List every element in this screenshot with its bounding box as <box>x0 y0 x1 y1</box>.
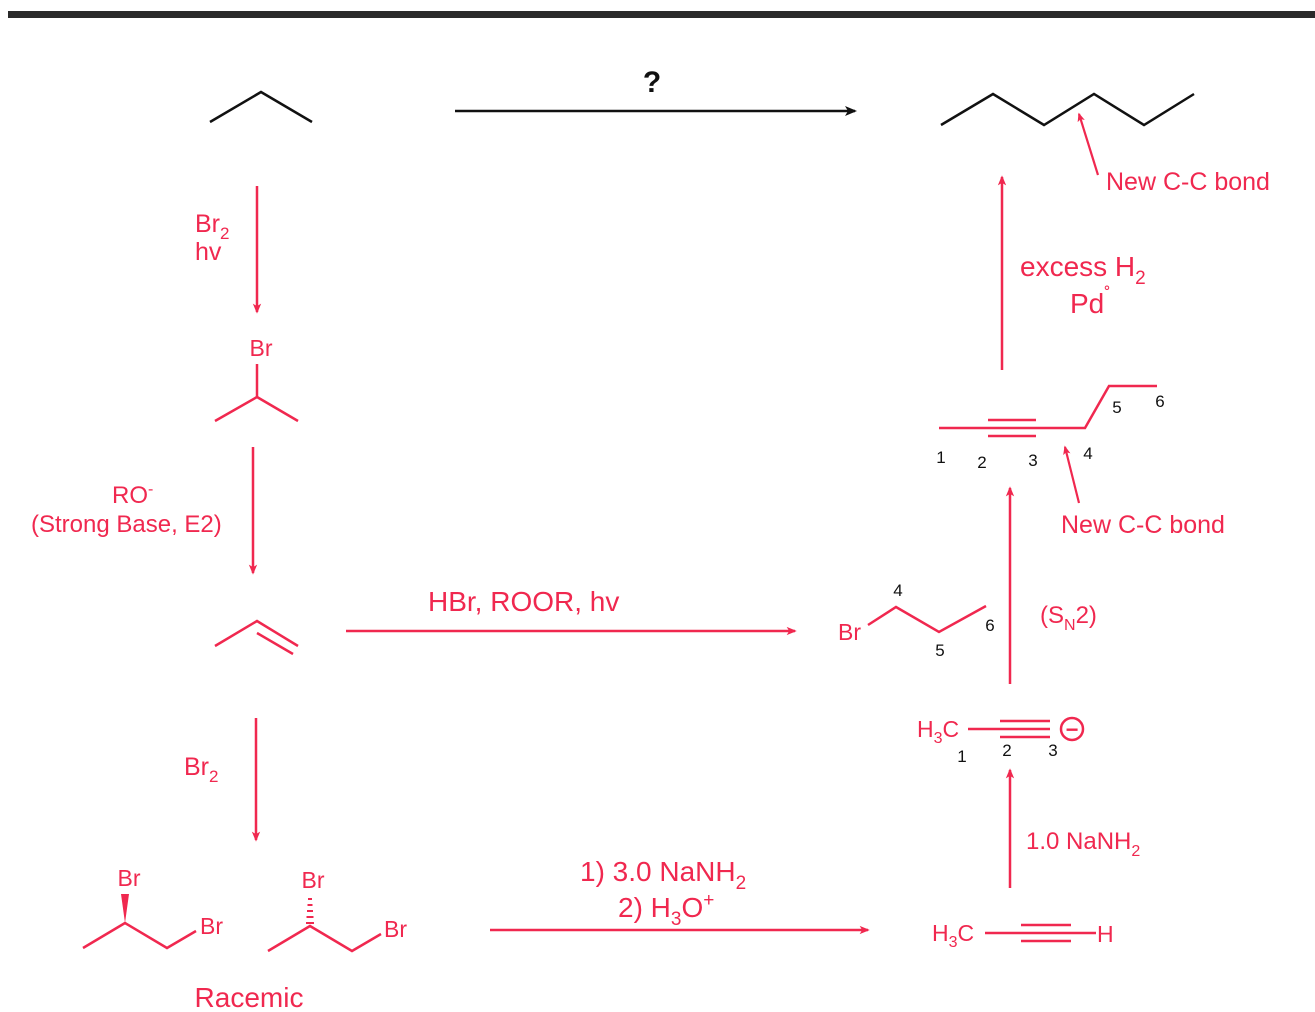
step-bromination: Br2 hv <box>195 186 262 314</box>
methyl-group-label: H3C <box>932 920 974 951</box>
carbon-number-2: 2 <box>1002 741 1011 760</box>
step-deprotonation: 1.0 NaNH2 <box>1005 768 1140 888</box>
carbon-number-1: 1 <box>936 448 945 467</box>
carbon-number-5: 5 <box>1112 398 1121 417</box>
bromine-reagent: Br <box>195 210 220 238</box>
hbr-roor-label: HBr, ROOR, hv <box>428 586 619 617</box>
hexyne-structure: 1 2 3 4 5 6 <box>936 384 1165 472</box>
hydrogen-reagent-label: excess H2 <box>1020 251 1146 289</box>
svg-text:RO-: RO- <box>112 481 153 509</box>
base-label: RO <box>112 482 148 509</box>
bromine-atom-label: Br <box>200 913 223 939</box>
carbon-number-3: 3 <box>1048 741 1057 760</box>
hexane-structure <box>940 92 1195 127</box>
step-elimination: RO- (Strong Base, E2) <box>31 447 258 575</box>
step-anti-markovnikov: HBr, ROOR, hv <box>346 586 797 636</box>
nanh2-one-label: 1.0 NaNH2 <box>1026 828 1140 860</box>
unknown-step-label: ? <box>643 66 661 99</box>
palladium-catalyst-label: Pd˚ <box>1070 285 1111 319</box>
bromine-reagent: Br <box>184 753 209 781</box>
new-bond-label-top: New C-C bond <box>1106 168 1270 196</box>
step-hydrogenation: excess H2 Pd˚ <box>997 175 1146 370</box>
bromine-atom-label: Br <box>250 335 273 361</box>
bromopropane-linear-structure: Br 4 5 6 (SN2) <box>838 581 1097 660</box>
new-bond-pointer-middle: New C-C bond <box>1061 445 1225 539</box>
acetylide-structure: H3C − 1 2 3 <box>917 716 1085 766</box>
top-rule <box>8 11 1315 18</box>
negative-charge-icon <box>1059 716 1085 742</box>
carbon-number-5: 5 <box>935 641 944 660</box>
propyne-structure: H3C H <box>932 920 1114 951</box>
top-arrow: ? <box>455 66 857 116</box>
nanh2-excess-label: 1) 3.0 NaNH2 <box>580 856 746 894</box>
hydrogen-label: H <box>1097 921 1114 947</box>
propane-structure <box>209 90 313 124</box>
methyl-group-label: H3C <box>917 716 959 747</box>
carbon-number-4: 4 <box>893 581 902 600</box>
carbon-number-6: 6 <box>1155 392 1164 411</box>
svg-text:Br2: Br2 <box>195 210 229 243</box>
step-double-elimination: 1) 3.0 NaNH2 2) H3O+ <box>490 856 870 935</box>
negative-charge-sign: − <box>1066 717 1079 742</box>
base-note: (Strong Base, E2) <box>31 511 222 538</box>
propene-structure <box>214 619 299 656</box>
dibromide-wedge-structure: Br Br <box>82 865 223 950</box>
carbon-number-3: 3 <box>1028 451 1037 470</box>
bromine-atom-label: Br <box>838 619 861 645</box>
step-dibromination: Br2 <box>184 718 261 842</box>
bromine-atom-label: Br <box>118 865 141 891</box>
bromopropane-structure: Br <box>214 335 299 423</box>
bromine-atom-label: Br <box>384 916 407 942</box>
new-bond-pointer-top: New C-C bond <box>1077 112 1270 196</box>
new-bond-label-middle: New C-C bond <box>1061 511 1225 539</box>
dibromide-hash-structure: Br Br <box>267 867 407 953</box>
bromine-atom-label: Br <box>302 867 325 893</box>
carbon-number-2: 2 <box>977 453 986 472</box>
carbon-number-1: 1 <box>957 747 966 766</box>
sn2-label: (SN2) <box>1040 602 1097 634</box>
light-condition: hv <box>195 238 222 266</box>
carbon-number-4: 4 <box>1083 444 1092 463</box>
racemic-label: Racemic <box>195 982 304 1012</box>
acid-workup-label: 2) H3O+ <box>618 890 714 930</box>
carbon-number-6: 6 <box>985 616 994 635</box>
svg-text:Br2: Br2 <box>184 753 218 786</box>
